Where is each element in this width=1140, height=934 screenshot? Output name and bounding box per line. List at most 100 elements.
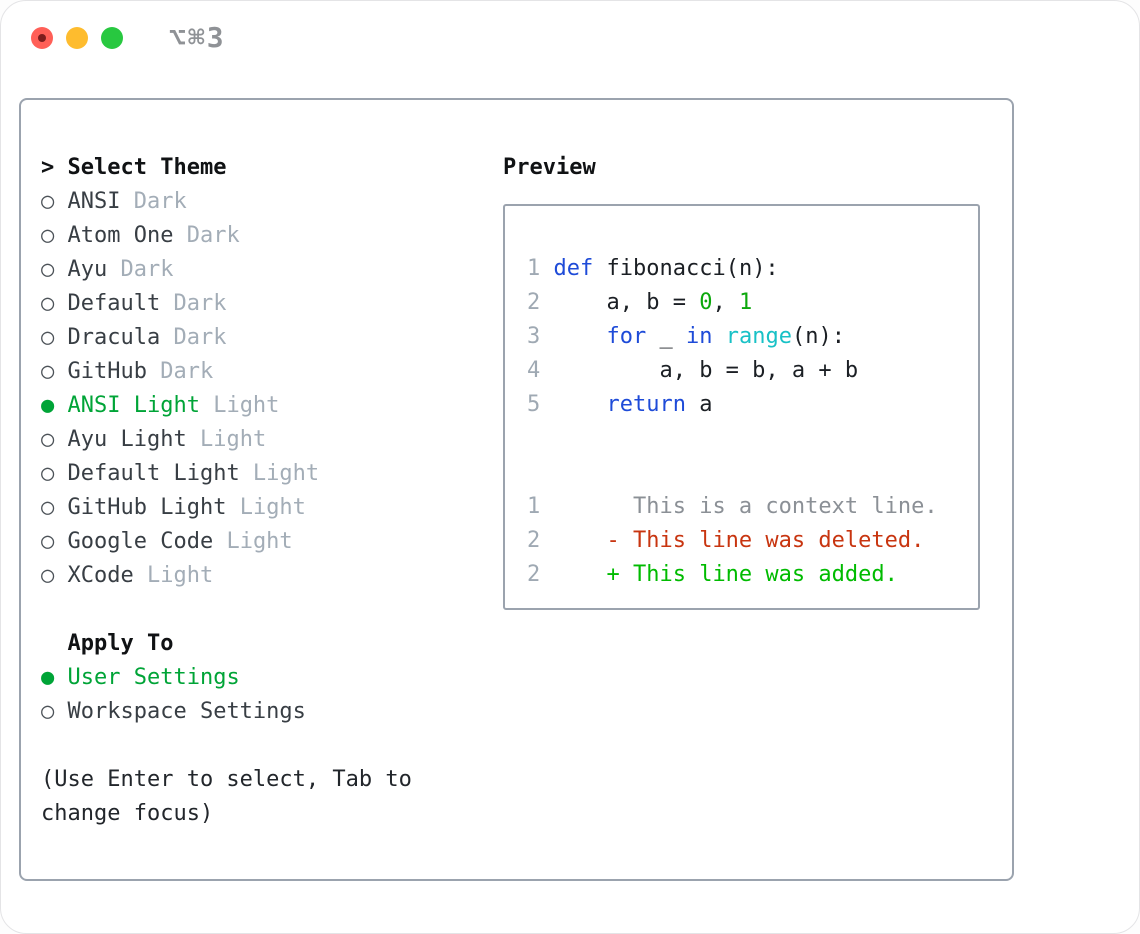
theme-option-google-code[interactable]: ○ Google Code Light: [41, 525, 481, 559]
theme-variant: Dark: [120, 189, 187, 214]
code-token: - This line was deleted.: [553, 528, 925, 553]
hint-line-2: change focus): [41, 801, 214, 826]
radio-selected-icon: ●: [41, 665, 68, 690]
code-token: range: [725, 324, 792, 349]
code-token: a: [685, 392, 713, 417]
code-token: for: [606, 324, 647, 349]
hint-line-1: (Use Enter to select, Tab to: [41, 767, 412, 792]
theme-name: Google Code: [67, 529, 214, 554]
theme-name: GitHub Light: [67, 495, 227, 520]
theme-name: Ayu Light: [67, 427, 187, 452]
theme-option-default[interactable]: ○ Default Dark: [41, 287, 481, 321]
apply-option-label: User Settings: [67, 665, 240, 690]
theme-name: Atom One: [67, 223, 174, 248]
theme-option-ayu-light[interactable]: ○ Ayu Light Light: [41, 423, 481, 457]
theme-name: Dracula: [67, 325, 161, 350]
titlebar: [31, 27, 123, 49]
theme-variant: Dark: [107, 257, 174, 282]
code-token: return: [606, 392, 686, 417]
theme-variant: Dark: [160, 291, 227, 316]
cursor-icon: >: [41, 155, 68, 180]
theme-variant: Light: [239, 461, 320, 486]
apply-to-header: Apply To: [67, 631, 174, 656]
code-token: def: [553, 256, 594, 281]
apply-to-list: ● User Settings○ Workspace Settings: [41, 661, 481, 729]
close-icon[interactable]: [31, 27, 53, 49]
radio-unselected-icon: ○: [41, 223, 68, 248]
select-theme-header-row: > Select Theme: [41, 151, 481, 185]
radio-unselected-icon: ○: [41, 291, 68, 316]
code-token: This is a context line.: [553, 494, 938, 519]
radio-unselected-icon: ○: [41, 495, 68, 520]
preview-line: 2 - This line was deleted.: [527, 524, 978, 558]
window-title: ⌥⌘3: [169, 21, 226, 54]
preview-blank-line: [527, 456, 978, 490]
theme-variant: Light: [213, 529, 293, 554]
radio-unselected-icon: ○: [41, 529, 68, 554]
theme-option-github[interactable]: ○ GitHub Dark: [41, 355, 481, 389]
preview-line: 1 def fibonacci(n):: [527, 252, 978, 286]
radio-unselected-icon: ○: [41, 257, 68, 282]
theme-list: ○ ANSI Dark○ Atom One Dark○ Ayu Dark○ De…: [41, 185, 481, 593]
zoom-icon[interactable]: [101, 27, 123, 49]
preview-line: 2 a, b = 0, 1: [527, 286, 978, 320]
theme-option-atom-one[interactable]: ○ Atom One Dark: [41, 219, 481, 253]
preview-column: Preview 1 def fibonacci(n):2 a, b = 0, 1…: [503, 151, 995, 610]
theme-variant: Dark: [173, 223, 240, 248]
code-token: _: [646, 324, 686, 349]
preview-line: 3 for _ in range(n):: [527, 320, 978, 354]
theme-variant: Light: [133, 563, 214, 588]
preview-blank-line: [527, 422, 978, 456]
theme-variant: Dark: [160, 325, 227, 350]
apply-option-workspace-settings[interactable]: ○ Workspace Settings: [41, 695, 481, 729]
theme-option-ansi[interactable]: ○ ANSI Dark: [41, 185, 481, 219]
code-token: ,: [712, 290, 739, 315]
theme-selector-column: > Select Theme ○ ANSI Dark○ Atom One Dar…: [41, 151, 481, 831]
theme-option-dracula[interactable]: ○ Dracula Dark: [41, 321, 481, 355]
main-panel: > Select Theme ○ ANSI Dark○ Atom One Dar…: [19, 98, 1014, 881]
theme-name: GitHub: [67, 359, 147, 384]
line-number: 4: [527, 358, 554, 383]
line-number: 5: [527, 392, 554, 417]
theme-variant: Light: [186, 427, 267, 452]
minimize-icon[interactable]: [66, 27, 88, 49]
theme-name: ANSI Light: [67, 393, 200, 418]
code-token: in: [685, 324, 713, 349]
preview-header-row: Preview: [503, 151, 995, 185]
code-token: 0: [699, 290, 713, 315]
apply-option-user-settings[interactable]: ● User Settings: [41, 661, 481, 695]
code-token: (n):: [791, 324, 845, 349]
radio-unselected-icon: ○: [41, 427, 68, 452]
theme-variant: Light: [199, 393, 280, 418]
code-token: a, b = b, a + b: [553, 358, 859, 383]
theme-name: Default: [67, 291, 161, 316]
theme-name: ANSI: [67, 189, 121, 214]
radio-unselected-icon: ○: [41, 189, 68, 214]
radio-unselected-icon: ○: [41, 359, 68, 384]
theme-option-github-light[interactable]: ○ GitHub Light Light: [41, 491, 481, 525]
theme-option-ansi-light[interactable]: ● ANSI Light Light: [41, 389, 481, 423]
code-token: [554, 324, 607, 349]
apply-to-indent: [41, 631, 68, 656]
radio-unselected-icon: ○: [41, 325, 68, 350]
line-number: 3: [527, 324, 554, 349]
radio-unselected-icon: ○: [41, 563, 68, 588]
code-token: a, b =: [553, 290, 700, 315]
theme-name: Ayu: [67, 257, 108, 282]
code-token: 1: [738, 290, 753, 315]
code-token: + This line was added.: [553, 562, 898, 587]
line-number: 2: [527, 290, 554, 315]
preview-line: 1 This is a context line.: [527, 490, 978, 524]
theme-option-xcode[interactable]: ○ XCode Light: [41, 559, 481, 593]
code-token: [712, 324, 725, 349]
theme-name: XCode: [67, 563, 134, 588]
theme-option-default-light[interactable]: ○ Default Light Light: [41, 457, 481, 491]
line-number: 2: [527, 562, 554, 587]
theme-option-ayu[interactable]: ○ Ayu Dark: [41, 253, 481, 287]
radio-unselected-icon: ○: [41, 699, 68, 724]
radio-unselected-icon: ○: [41, 461, 68, 486]
line-number: 1: [527, 256, 554, 281]
keyboard-hint: (Use Enter to select, Tab to change focu…: [41, 763, 481, 831]
line-number: 2: [527, 528, 554, 553]
